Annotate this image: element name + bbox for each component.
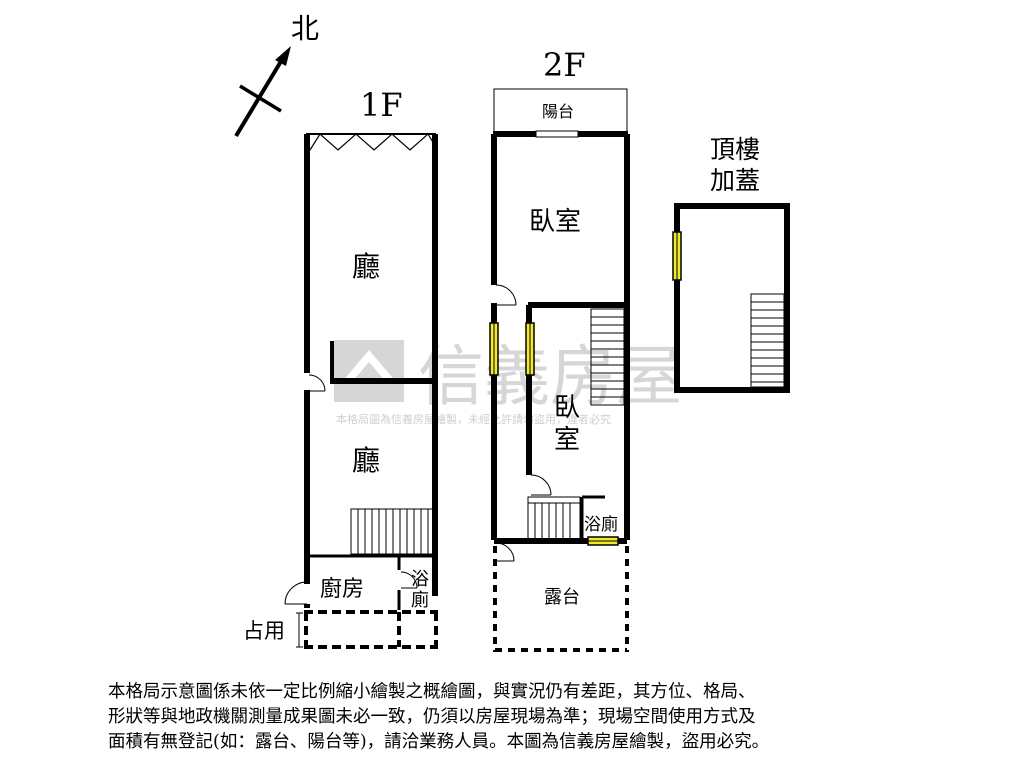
watermark-brand: 信義房屋 <box>418 338 682 415</box>
floor-plan-diagram: 信義房屋 本格局圖為信義房屋繪製，未經允許請勿盜用，違者必究 北 1F 廳 廳 <box>234 12 790 652</box>
roof-label-line2: 加蓋 <box>710 166 760 195</box>
floor-1f-label: 1F <box>360 86 403 124</box>
room-bath-1f-char2: 廁 <box>411 589 429 611</box>
room-bath-1f-char1: 浴 <box>411 569 429 590</box>
north-arrow-icon <box>275 46 291 66</box>
stairs-2f-lower <box>527 496 581 540</box>
door-swing-2f-terrace <box>495 542 515 562</box>
stairs-1f <box>350 508 436 555</box>
compass: 北 <box>234 12 319 138</box>
floor-roof: 頂樓 加蓋 <box>672 135 790 393</box>
watermark-notice: 本格局圖為信義房屋繪製，未經允許請勿盜用，違者必究 <box>336 412 611 426</box>
room-living-lower: 廳 <box>352 444 380 477</box>
roof-addition-outline <box>674 203 790 393</box>
room-balcony: 陽台 <box>542 102 574 121</box>
room-bedroom-back-char1: 臥 <box>554 393 580 423</box>
stairs-roof <box>750 293 785 388</box>
door-swing-1f-middle <box>308 374 326 392</box>
watermark: 信義房屋 本格局圖為信義房屋繪製，未經允許請勿盜用，違者必究 <box>334 338 682 426</box>
floor-2f-label: 2F <box>543 46 586 84</box>
room-terrace: 露台 <box>544 587 580 608</box>
door-swing-1f-kitchen <box>284 581 308 605</box>
door-swing-1f-bath <box>400 571 418 589</box>
disclaimer-line-2: 形狀等與地政機關測量成果圖未必一致，仍須以房屋現場為準；現場空間使用方式及 <box>108 707 756 727</box>
watermark-logo-icon <box>334 340 404 402</box>
watermark-roof-icon <box>342 350 396 382</box>
door-swing-2f-back <box>530 474 552 496</box>
room-living-upper: 廳 <box>352 250 380 283</box>
balcony-window-icon <box>535 130 579 138</box>
occupied-label: 占用 <box>243 619 285 643</box>
terrace-outline <box>493 546 629 652</box>
disclaimer-line-1: 本格局示意圖係未依一定比例縮小繪製之概繪圖，與實況仍有差距，其方位、格局、 <box>108 682 756 702</box>
disclaimer-line-3: 面積有無登記(如：露台、陽台等)，請洽業務人員。本圖為信義房屋繪製，盜用必究。 <box>108 732 770 752</box>
room-kitchen: 廚房 <box>320 577 364 602</box>
floor-2f: 2F 陽台 臥室 <box>489 46 630 652</box>
occupied-area <box>304 610 438 649</box>
door-swing-2f-front <box>495 284 517 306</box>
room-bedroom-front: 臥室 <box>529 207 581 237</box>
floor-1f: 1F 廳 廳 <box>243 86 438 649</box>
room-bedroom-back-char2: 室 <box>554 425 580 455</box>
stairs-2f-upper <box>590 308 625 406</box>
compass-north-label: 北 <box>291 12 319 45</box>
compass-cross-line <box>239 84 282 113</box>
disclaimer: 本格局示意圖係未依一定比例縮小繪製之概繪圖，與實況仍有差距，其方位、格局、 形狀… <box>108 680 928 755</box>
front-window-icon <box>306 133 436 151</box>
room-bath-2f: 浴廁 <box>584 514 618 535</box>
roof-label-line1: 頂樓 <box>710 135 760 164</box>
